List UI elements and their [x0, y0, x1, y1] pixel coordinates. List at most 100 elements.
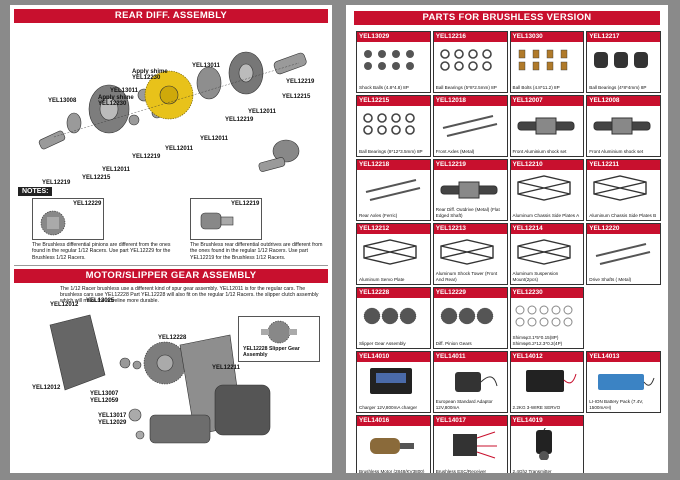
rd-label-10: YEL12011: [200, 136, 229, 142]
part-image: [360, 236, 427, 268]
rear-diff-title: REAR DIFF. ASSEMBLY: [14, 9, 328, 23]
rd-label-12: YEL12219: [132, 154, 161, 160]
part-image: [437, 172, 504, 204]
part-code: YEL12216: [433, 32, 507, 42]
part-cell: YEL14012 2.2KG 3-WIRE SERVO: [509, 351, 585, 413]
part-code: YEL13030: [510, 32, 584, 42]
part-code: YEL12018: [433, 96, 507, 106]
part-image: [514, 364, 581, 396]
part-code: YEL12213: [433, 224, 507, 234]
part-caption: Slipper Gear Assembly: [359, 340, 406, 346]
part-code: YEL12008: [587, 96, 660, 106]
part-caption: Brushless Motor (2848/KV3800): [359, 468, 425, 473]
part-image: [590, 108, 657, 140]
part-caption: Aluminum Shock Tower (Front And Rear): [435, 271, 498, 282]
part-caption: Drive Shafts ( Metal): [589, 276, 632, 282]
part-image: [514, 300, 581, 332]
mt-label-8: YEL13017: [98, 413, 127, 419]
part-image: [360, 108, 427, 140]
part-image: [514, 236, 581, 268]
motor-paragraph: The 1/12 Racer brushless use a different…: [60, 286, 319, 305]
mt-label-6: YEL13007: [90, 391, 119, 397]
part-image: [590, 172, 657, 204]
part-image: [437, 44, 504, 76]
part-code: YEL12212: [357, 224, 430, 234]
part-image: [437, 236, 504, 268]
note1-box: YEL12229: [32, 198, 104, 240]
part-caption: 2.4Ghz Transmitter: [512, 468, 552, 473]
part-caption: Ball Bearings (5*8*2.5mm) 8P: [435, 84, 497, 90]
part-image: [514, 172, 581, 204]
rear-diff-diagram: [38, 51, 307, 172]
motor-title: MOTOR/SLIPPER GEAR ASSEMBLY: [14, 269, 328, 283]
rd-label-13: YEL12219: [42, 180, 71, 186]
part-code: YEL12217: [587, 32, 660, 42]
inset-label: YEL12228 Slipper Gear Assembly: [243, 346, 300, 359]
slipper-inset: YEL12228 Slipper Gear Assembly: [238, 316, 320, 362]
part-code: YEL14013: [587, 352, 660, 362]
outdrive-image: [200, 212, 234, 230]
part-image: [360, 172, 427, 204]
part-code: YEL12218: [357, 160, 430, 170]
part-image: [437, 300, 504, 332]
part-code: YEL12230: [510, 288, 584, 298]
part-caption: Rear Diff. Outdrive (Metal) (Flat Edged …: [435, 207, 500, 218]
part-image: [514, 108, 581, 140]
mt-label-3: YEL12228: [158, 335, 187, 341]
part-code: YEL14011: [433, 352, 507, 362]
rd-label-8: YEL12011: [248, 109, 277, 115]
parts-title: PARTS FOR BRUSHLESS VERSION: [354, 11, 660, 25]
part-code: YEL14017: [433, 416, 507, 426]
part-caption: Aluminum Chassis Side Plates A: [512, 212, 580, 218]
part-caption: Aluminum Suspension Mount(2pcs): [512, 271, 559, 282]
rd-label-1: YEL13011: [192, 63, 221, 69]
rd-label-3: YEL13008: [48, 98, 77, 104]
part-caption: Ball Bearings (4*8*4mm) 8P: [589, 84, 647, 90]
mt-label-2: YEL13025: [86, 298, 115, 304]
part-code: YEL14012: [510, 352, 584, 362]
mt-label-4: YEL12012: [32, 385, 61, 391]
rd-label-2: Apply shime YEL12230: [132, 69, 168, 81]
part-image: [514, 419, 581, 461]
part-code: YEL14010: [357, 352, 430, 362]
part-code: YEL12211: [587, 160, 660, 170]
part-code: YEL12215: [357, 96, 430, 106]
part-image: [360, 364, 427, 396]
note2-part: YEL12219: [231, 201, 260, 207]
part-caption: 2.2KG 3-WIRE SERVO: [512, 404, 561, 410]
part-code: YEL12219: [433, 160, 507, 170]
slipper-gear-image: [261, 320, 297, 344]
part-image: [514, 44, 581, 76]
rd-label-15: YEL12011: [102, 167, 131, 173]
part-image: [437, 108, 504, 140]
left-page: REAR DIFF. ASSEMBLY YEL13011 Apply shime…: [10, 5, 332, 473]
part-image: [590, 44, 657, 76]
part-code: YEL14016: [357, 416, 430, 426]
mt-label-5: YEL12211: [212, 365, 241, 371]
part-caption: Front Aluminium shock set: [512, 148, 567, 154]
part-caption: Shock Balls (4.8*4.8) 8P: [359, 84, 409, 90]
motor-diagram: [49, 314, 271, 444]
part-image: [437, 364, 504, 396]
part-caption: LI-ION Battery Pack (7.4V, 1500mAH): [589, 399, 644, 410]
